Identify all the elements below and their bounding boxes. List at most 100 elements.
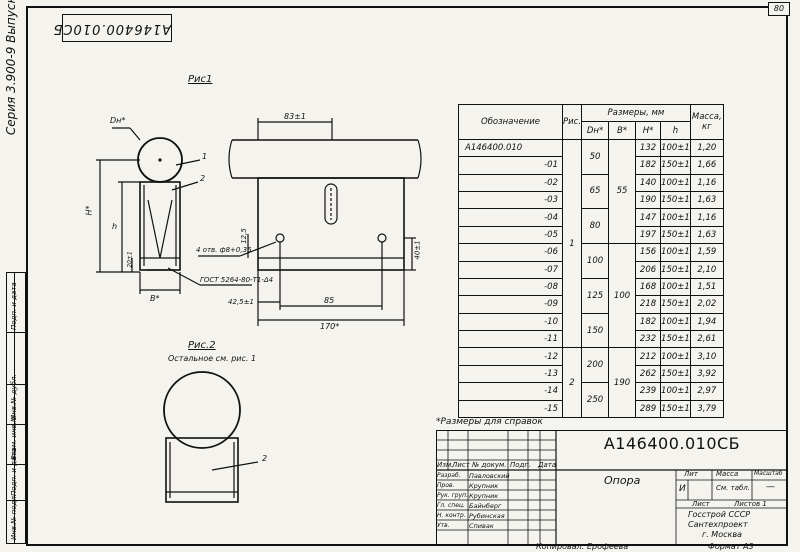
dim-12-5: 12,5 <box>239 228 248 244</box>
fig2-callout-2: 2 <box>262 454 268 463</box>
org-2: Сантехпроект <box>688 520 748 529</box>
copied-by: Копировал: Ерофеева <box>536 542 629 551</box>
table-cell: -05 <box>458 225 563 245</box>
table-cell: 1,94 <box>689 312 724 332</box>
dim-83: 83±1 <box>284 112 306 121</box>
person-name: Павловский <box>469 472 510 480</box>
table-cell: 1 <box>561 138 583 349</box>
mass-value: См. табл. <box>716 484 751 492</box>
table-cell: 150±1 <box>660 364 691 384</box>
lit-header: Лит <box>684 470 698 478</box>
table-cell: 2,02 <box>689 295 724 314</box>
dim-85: 85 <box>324 296 335 305</box>
table-cell: -07 <box>458 260 563 279</box>
table-cell: 100±1 <box>660 277 691 297</box>
table-cell: -08 <box>458 277 563 297</box>
tb-head-doc: № докум. <box>472 461 507 469</box>
table-cell: 289 <box>635 399 662 419</box>
fig2-note: Остальное см. рис. 1 <box>168 354 257 363</box>
tb-head-izm: Изм. <box>437 461 454 469</box>
person-role: Разраб. <box>437 472 461 479</box>
tb-head-date: Дата <box>538 461 557 469</box>
table-cell: 1,16 <box>689 173 724 192</box>
table-cell: 190 <box>608 347 637 419</box>
callout-2: 2 <box>200 174 206 183</box>
table-cell: -13 <box>458 364 563 384</box>
table-cell: 100±1 <box>660 243 691 262</box>
table-cell: 100±1 <box>660 312 691 332</box>
person-role: Гл. спец. <box>437 502 465 509</box>
sheets-label: Листов 1 <box>734 500 767 508</box>
format-label: Формат А3 <box>708 542 754 551</box>
table-cell: 239 <box>635 382 662 401</box>
dn-label: Dн* <box>110 116 126 125</box>
header-dn: Dн* <box>581 121 610 140</box>
org-3: г. Москва <box>702 530 742 539</box>
title-name: Опора <box>604 474 641 487</box>
table-cell: -11 <box>458 330 563 349</box>
table-cell: 1,16 <box>689 208 724 227</box>
org-1: Госстрой СССР <box>688 510 751 519</box>
header-designation: Обозначение <box>458 104 563 140</box>
table-cell: 2,10 <box>689 260 724 279</box>
header-dims: Размеры, мм <box>581 103 691 123</box>
table-cell: 182 <box>635 312 662 332</box>
table-cell: 2 <box>561 347 583 419</box>
table-cell: 168 <box>635 277 662 297</box>
table-cell: 100 <box>608 243 637 349</box>
header-b: В* <box>608 121 637 140</box>
table-cell: 1,63 <box>689 225 724 245</box>
dim-42-5: 42,5±1 <box>228 298 254 306</box>
table-cell: 3,92 <box>689 364 724 384</box>
table-cell: 100 <box>581 243 610 279</box>
spec-table: Обозначение Рис. Размеры, мм Масса, кг D… <box>458 103 724 419</box>
table-cell: 150±1 <box>660 225 691 245</box>
dim-40: 40±1 <box>413 240 422 260</box>
mass-header: Масса <box>716 470 739 478</box>
person-name: Рубинская <box>469 512 505 520</box>
table-cell: -02 <box>458 173 563 192</box>
person-name: Крупник <box>469 492 499 500</box>
table-cell: 1,63 <box>689 190 724 210</box>
dim-170: 170* <box>320 322 340 331</box>
person-role: Утв. <box>437 522 450 529</box>
header-mass: Масса, кг <box>689 104 724 140</box>
table-cell: 197 <box>635 225 662 245</box>
table-cell: 1,66 <box>689 156 724 175</box>
table-cell: -12 <box>458 347 563 366</box>
table-cell: 125 <box>581 277 610 314</box>
person-name: Спивак <box>469 522 494 530</box>
h-label: h <box>112 222 118 231</box>
callout-1: 1 <box>202 152 208 161</box>
table-cell: 150±1 <box>660 295 691 314</box>
table-cell: 200 <box>581 347 610 384</box>
fig1-title: Рис1 <box>188 74 213 85</box>
table-cell: 150±1 <box>660 330 691 349</box>
table-cell: -14 <box>458 382 563 401</box>
table-cell: -01 <box>458 156 563 175</box>
table-cell: 65 <box>581 173 610 210</box>
table-cell: 140 <box>635 173 662 192</box>
table-cell: 212 <box>635 347 662 366</box>
table-cell: 206 <box>635 260 662 279</box>
table-cell: 250 <box>581 382 610 419</box>
person-role: Н. контр. <box>437 512 466 519</box>
table-cell: 2,61 <box>689 330 724 349</box>
table-cell: 3,10 <box>689 347 724 366</box>
table-cell: 1,20 <box>689 138 724 158</box>
table-cell: -15 <box>458 399 563 419</box>
person-role: Рук. груп. <box>437 492 468 499</box>
drawing-frame <box>26 6 788 546</box>
table-cell: 150 <box>581 312 610 349</box>
